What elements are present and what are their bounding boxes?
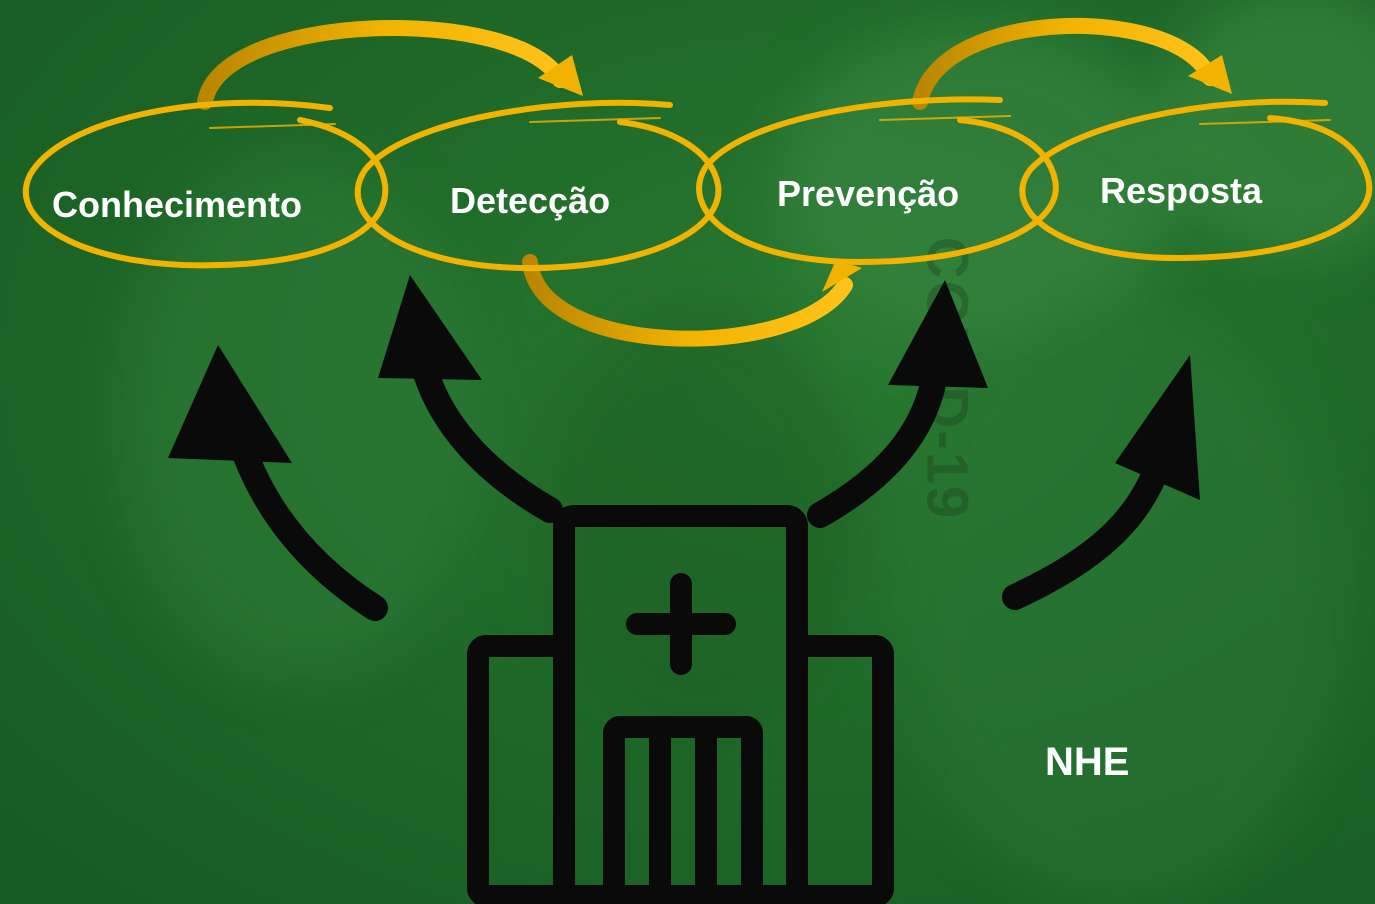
loop-arrow-3 bbox=[912, 17, 1232, 110]
stage-ellipse-resposta bbox=[1019, 98, 1373, 262]
stage-label-resposta: Resposta bbox=[1100, 170, 1263, 211]
loop-arrow-1 bbox=[197, 19, 583, 110]
stage-ellipse-deteccao bbox=[354, 99, 722, 272]
stage-ellipse-prevencao bbox=[696, 96, 1059, 266]
stage-label-conhecimento: Conhecimento bbox=[52, 184, 303, 225]
hospital-icon bbox=[467, 505, 894, 904]
hub-arrow-deteccao bbox=[378, 275, 563, 523]
stage-label-deteccao: Detecção bbox=[450, 180, 611, 221]
hub-arrow-resposta bbox=[1002, 355, 1200, 610]
hub-arrow-conhecimento bbox=[168, 345, 388, 621]
stage-ellipse-conhecimento bbox=[22, 99, 389, 269]
loop-arrow-2 bbox=[522, 254, 862, 347]
stage-label-prevencao: Prevenção bbox=[777, 173, 960, 214]
hub-arrow-prevencao bbox=[807, 280, 988, 528]
hub-label-nhe: NHE bbox=[1045, 740, 1130, 784]
